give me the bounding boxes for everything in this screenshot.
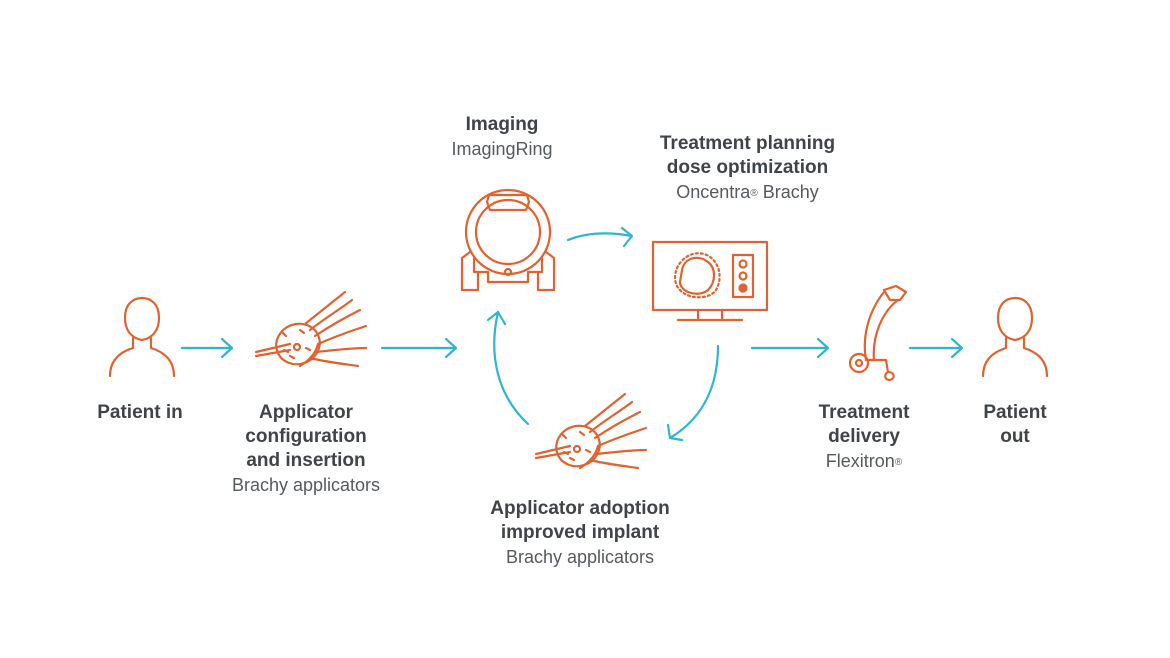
arrow-delivery-to-patient-out [908, 337, 964, 359]
planning-subtitle-name: Oncentra [676, 182, 751, 202]
patient-out-title-2: out [1000, 426, 1030, 447]
imaging-title: Imaging [465, 114, 539, 135]
planning-subtitle: Oncentra® Brachy [625, 180, 870, 204]
delivery-registered-mark: ® [894, 457, 903, 468]
applicator-config-title-1: Applicator [259, 402, 353, 423]
applicator-config-subtitle: Brachy applicators [231, 475, 381, 495]
arrow-adoption-to-imaging [486, 310, 530, 426]
adoption-title-2: improved implant [500, 522, 660, 543]
arrow-applicator-to-imaging [380, 337, 458, 359]
planning-registered-mark: ® [750, 188, 758, 199]
delivery-title-1: Treatment [818, 402, 910, 423]
applicator-config-label: Applicator configuration and insertion B… [200, 401, 412, 497]
imaging-subtitle: ImagingRing [451, 139, 553, 159]
adoption-title-1: Applicator adoption [490, 498, 670, 519]
applicator-icon [254, 290, 368, 368]
arrow-planning-to-adoption [666, 344, 720, 442]
delivery-title-2: delivery [828, 426, 900, 447]
delivery-subtitle: Flexitron® [790, 449, 938, 473]
applicator-config-title-2: configuration [245, 426, 367, 447]
patient-out-title-1: Patient [983, 402, 1047, 423]
delivery-label: Treatment delivery Flexitron® [790, 401, 938, 473]
planning-title-1: Treatment planning [659, 133, 836, 154]
imaging-label: Imaging ImagingRing [420, 113, 584, 161]
planning-subtitle-rest: Brachy [757, 182, 819, 202]
applicator-adoption-icon [534, 392, 648, 470]
afterloader-icon [848, 284, 908, 382]
adoption-label: Applicator adoption improved implant Bra… [455, 497, 705, 569]
imaging-ring-icon [460, 188, 556, 292]
applicator-config-title-3: and insertion [246, 450, 366, 471]
arrow-patient-to-applicator [180, 337, 234, 359]
arrow-imaging-to-planning [566, 226, 634, 248]
patient-in-icon [108, 296, 176, 378]
adoption-subtitle: Brachy applicators [505, 547, 655, 567]
planning-title-2: dose optimization [666, 157, 829, 178]
patient-out-icon [981, 296, 1049, 378]
monitor-icon [651, 240, 769, 322]
delivery-subtitle-name: Flexitron [825, 451, 895, 471]
patient-in-label: Patient in [60, 401, 220, 425]
planning-label: Treatment planning dose optimization Onc… [625, 132, 870, 204]
arrow-planning-to-delivery [750, 337, 830, 359]
patient-in-title: Patient in [97, 402, 183, 423]
patient-out-label: Patient out [955, 401, 1075, 449]
